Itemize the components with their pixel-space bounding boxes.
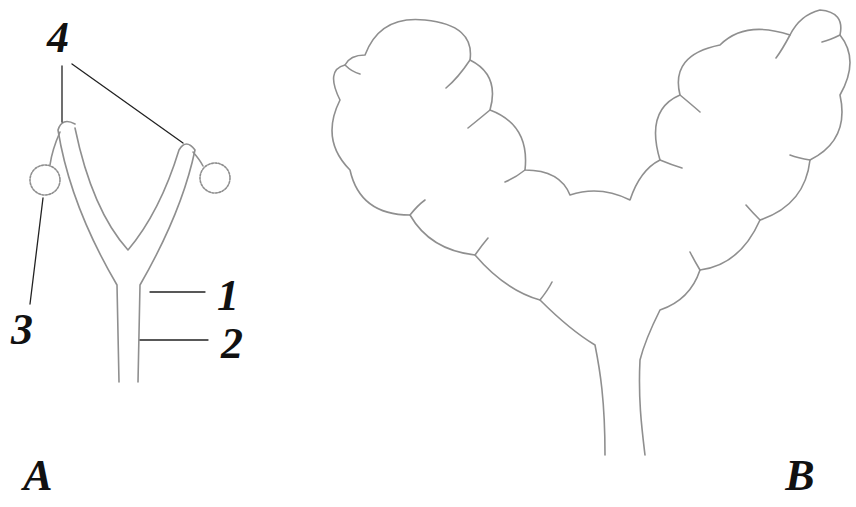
figure-letter: B — [785, 454, 814, 498]
uterus-crease — [345, 35, 840, 300]
callout-number: 1 — [217, 274, 239, 318]
oviduct — [50, 132, 203, 166]
callout-number: 3 — [11, 308, 33, 352]
figure-letter: A — [23, 454, 52, 498]
ovary — [200, 163, 230, 193]
leader-line — [30, 64, 208, 340]
ovary — [30, 165, 60, 195]
pregnant-uterus — [332, 10, 850, 455]
callout-number: 2 — [221, 322, 243, 366]
uterus-horns — [58, 122, 195, 382]
callout-number: 4 — [47, 16, 69, 60]
